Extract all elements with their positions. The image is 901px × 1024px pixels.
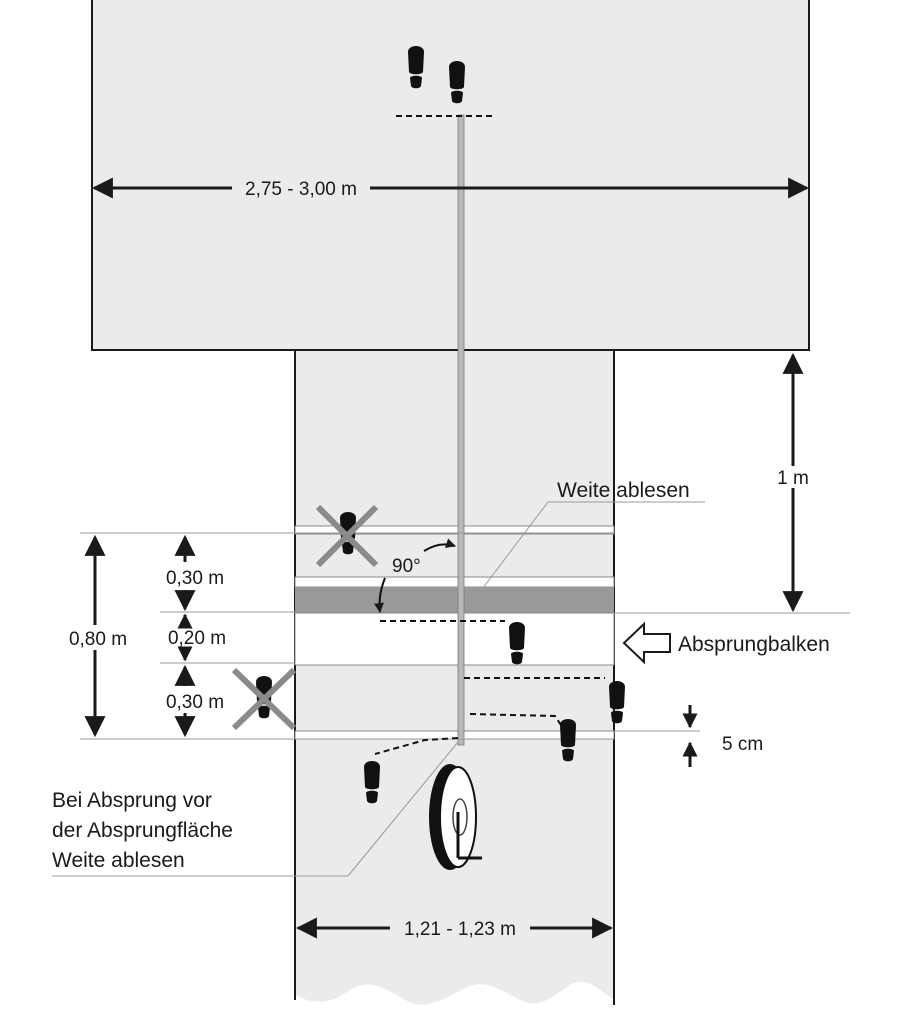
takeoff-area <box>294 612 615 666</box>
measuring-tape-icon <box>429 764 482 870</box>
read-distance-label: Weite ablesen <box>557 479 690 502</box>
note-line-1: Bei Absprung vor <box>52 789 212 812</box>
angle-label: 90° <box>392 556 421 577</box>
runway <box>295 350 614 1005</box>
takeoff-board <box>295 587 614 613</box>
landing-pit <box>91 0 810 351</box>
takeoff-zone-upper-line <box>294 576 615 588</box>
margin-5cm-label: 5 cm <box>722 734 763 755</box>
distance-1m-label: 1 m <box>777 468 809 489</box>
outline-arrow-icon <box>622 621 671 665</box>
pit-width-label: 2,75 - 3,00 m <box>245 179 357 200</box>
note-line-2: der Absprungfläche <box>52 819 233 842</box>
cross-icon <box>231 667 297 731</box>
takeoff-zone-top-strip <box>294 525 615 535</box>
board-name-label: Absprungbalken <box>678 633 830 656</box>
zone-bottom-label: 0,30 m <box>166 692 224 713</box>
zone-top-label: 0,30 m <box>166 568 224 589</box>
runway-width-label: 1,21 - 1,23 m <box>404 919 516 940</box>
zone-board-label: 0,20 m <box>168 628 226 649</box>
measuring-tape <box>457 114 465 746</box>
note-line-3: Weite ablesen <box>52 849 185 872</box>
total-zone-label: 0,80 m <box>69 629 127 650</box>
cross-icon <box>315 504 379 568</box>
